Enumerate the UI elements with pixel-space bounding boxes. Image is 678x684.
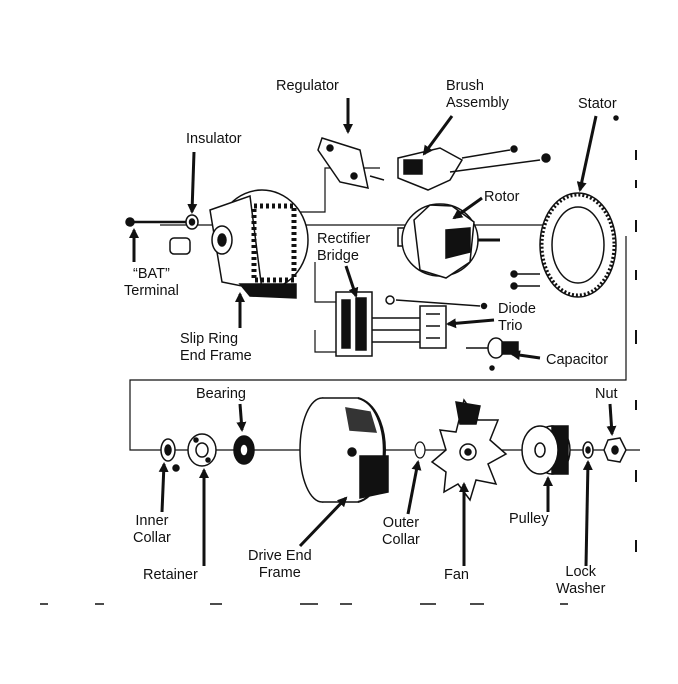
label-bearing: Bearing — [196, 386, 246, 402]
arrow-lock-washer — [582, 460, 593, 567]
retainer-part — [187, 433, 217, 467]
arrow-insulator — [187, 151, 198, 214]
arrow-stator — [576, 115, 598, 192]
label-insulator: Insulator — [186, 131, 242, 147]
arrow-capacitor — [510, 350, 541, 361]
label-bat-terminal: “BAT”Terminal — [124, 266, 179, 299]
arrow-drive-end-frame — [298, 496, 348, 548]
regulator-part — [317, 137, 385, 189]
slip-ring-end-frame-part — [169, 189, 309, 299]
brush-assembly-part — [397, 145, 551, 191]
diode-trio-part — [419, 305, 447, 349]
pulley-part — [521, 425, 571, 475]
inner-collar-part — [160, 438, 180, 472]
label-nut: Nut — [595, 386, 618, 402]
fan-part — [430, 398, 508, 502]
capacitor-part — [466, 337, 519, 371]
stator-part — [510, 115, 619, 298]
arrow-outer-collar — [406, 460, 422, 515]
label-rotor: Rotor — [484, 189, 520, 205]
lock-washer-part — [582, 441, 594, 459]
arrow-nut — [606, 403, 617, 436]
arrow-diode-trio — [446, 318, 495, 329]
label-retainer: Retainer — [143, 567, 198, 583]
label-pulley: Pulley — [509, 511, 549, 527]
arrow-brush-assembly — [422, 115, 454, 156]
rotor-part — [397, 203, 500, 279]
bat-terminal-part — [125, 214, 199, 230]
outer-collar-part — [414, 441, 426, 459]
rectifier-bridge-part — [335, 291, 488, 357]
arrow-bearing — [236, 403, 247, 432]
label-stator: Stator — [578, 96, 617, 112]
label-fan: Fan — [444, 567, 469, 583]
arrow-inner-collar — [158, 462, 169, 513]
label-regulator: Regulator — [276, 78, 339, 94]
arrow-rectifier-bridge — [344, 265, 359, 298]
label-capacitor: Capacitor — [546, 352, 609, 368]
callout-arrows — [129, 98, 617, 567]
nut-part — [603, 437, 627, 463]
drive-end-frame-part — [299, 397, 389, 503]
arrow-rotor — [452, 196, 483, 220]
bearing-part — [233, 435, 255, 465]
